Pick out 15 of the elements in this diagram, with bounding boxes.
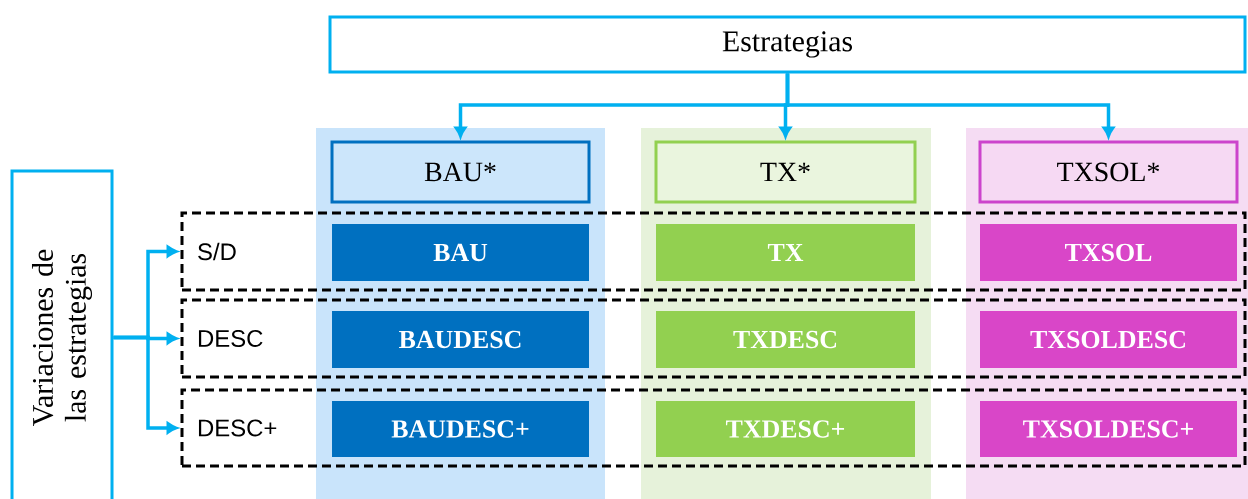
strategy-box: TXDESC+: [656, 401, 915, 457]
header-box: TXSOL*: [978, 140, 1239, 204]
title-box: Estrategias: [328, 15, 1247, 74]
strategy-box: BAUDESC+: [332, 401, 589, 457]
strategy-box: BAUDESC: [332, 311, 589, 368]
header-box: TX*: [654, 140, 917, 204]
strategy-box: BAU: [332, 224, 589, 281]
strategy-box: TXDESC: [656, 311, 915, 368]
strategy-box: TX: [656, 224, 915, 281]
strategy-box: TXSOLDESC+: [980, 401, 1237, 457]
arrow: [113, 335, 178, 434]
strategy-box: TXSOLDESC: [980, 311, 1237, 368]
header-box: BAU*: [330, 140, 591, 204]
side-label-box: Variaciones de las estrategias: [10, 169, 114, 499]
strategy-box: TXSOL: [980, 224, 1237, 281]
